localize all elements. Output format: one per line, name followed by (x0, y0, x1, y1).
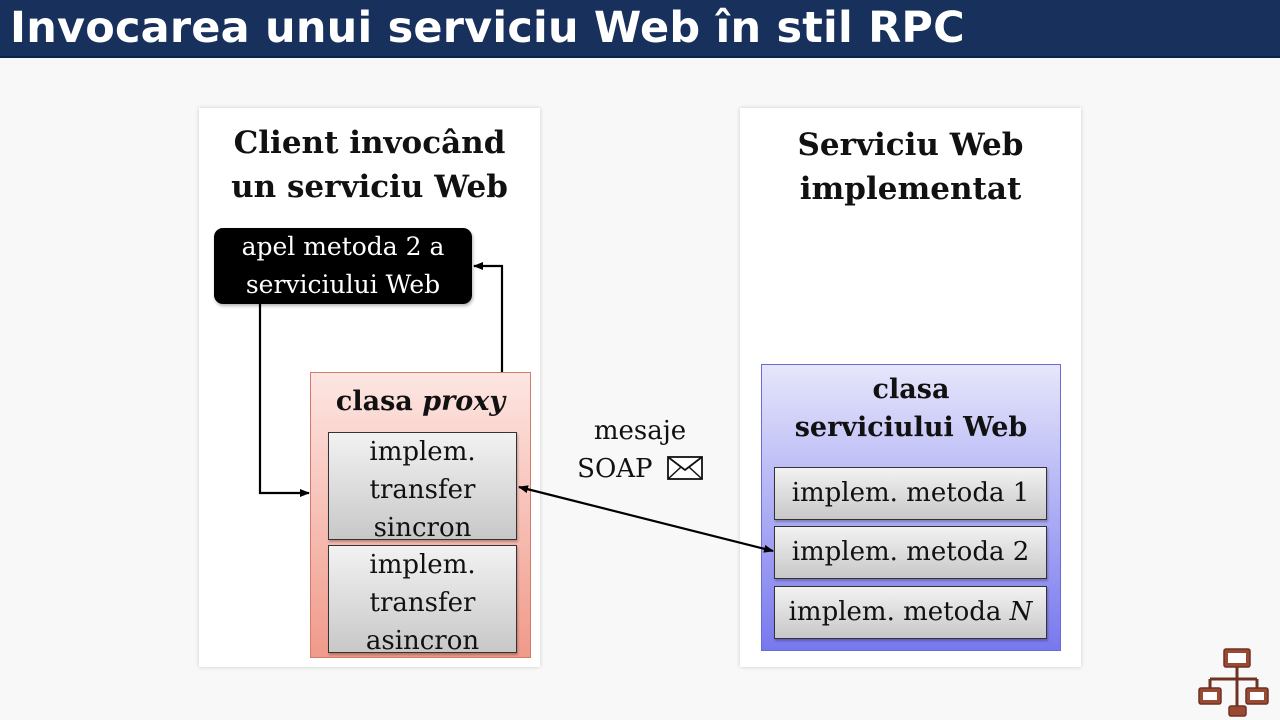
client-title-line2: un serviciu Web (231, 169, 508, 205)
service-class-title-line1: clasa (872, 374, 950, 405)
service-title-line2: implementat (799, 171, 1022, 207)
service-method-number: 1 (1012, 478, 1030, 508)
method-call-box: apel metoda 2 a serviciului Web (214, 228, 472, 304)
proxy-class-box: clasa proxy implem. transfer sincron imp… (310, 372, 531, 658)
proxy-method-async: implem. transfer asincron (328, 545, 517, 653)
proxy-method-line: implem. (369, 550, 476, 580)
service-method-prefix: implem. metoda (791, 478, 1013, 508)
proxy-method-line: transfer (369, 588, 476, 618)
service-title-line1: Serviciu Web (797, 127, 1024, 163)
proxy-class-title: clasa proxy (311, 383, 530, 421)
soap-exchange-arrow (518, 485, 774, 553)
client-panel-title: Client invocând un serviciu Web (199, 121, 540, 209)
call-box-line2: serviciului Web (245, 270, 441, 299)
proxy-method-line: implem. (369, 437, 476, 467)
service-method-2: implem. metoda 2 (774, 526, 1047, 579)
service-method-prefix: implem. metoda (791, 537, 1013, 567)
soap-label-text: SOAP (577, 454, 653, 484)
service-class-box: clasa serviciului Web implem. metoda 1 i… (761, 364, 1061, 651)
proxy-method-line: asincron (365, 626, 480, 653)
network-icon (1198, 648, 1269, 717)
service-method-number: 2 (1012, 537, 1030, 567)
soap-messages-label: mesaje SOAP (570, 412, 710, 488)
call-box-line1: apel metoda 2 a (241, 232, 445, 261)
soap-label-line2: SOAP (570, 450, 710, 488)
proxy-title-prefix: clasa (335, 386, 413, 417)
proxy-method-line: transfer (369, 475, 476, 505)
service-class-title: clasa serviciului Web (762, 371, 1060, 447)
service-panel-title: Serviciu Web implementat (740, 123, 1081, 211)
service-method-prefix: implem. metoda (788, 597, 1010, 627)
proxy-method-line: sincron (373, 513, 472, 540)
proxy-method-sync: implem. transfer sincron (328, 432, 517, 540)
envelope-icon (666, 456, 703, 480)
client-title-line1: Client invocând (233, 125, 506, 161)
slide-title: Invocarea unui serviciu Web în stil RPC (10, 3, 965, 53)
service-method-number: N (1009, 597, 1033, 627)
service-class-title-line2: serviciului Web (794, 412, 1028, 443)
soap-label-line1: mesaje (593, 416, 687, 446)
proxy-title-emph: proxy (422, 386, 506, 417)
service-method-n: implem. metoda N (774, 586, 1047, 639)
title-bar: Invocarea unui serviciu Web în stil RPC (0, 0, 1280, 58)
service-method-1: implem. metoda 1 (774, 467, 1047, 520)
